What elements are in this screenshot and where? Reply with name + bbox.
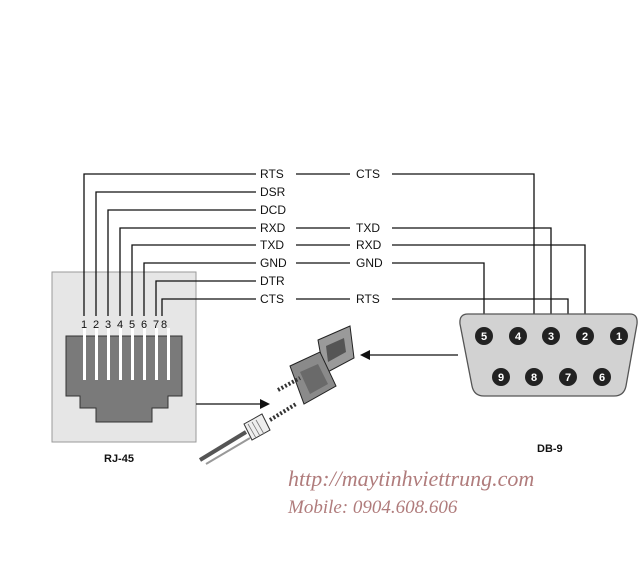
left-signal-rts: RTS	[260, 167, 284, 181]
right-signal-rxd: RXD	[356, 238, 382, 252]
wire-pin8	[161, 298, 256, 316]
wire-pin2	[95, 191, 256, 316]
wire-pin6	[143, 262, 256, 316]
wire-pin5	[131, 244, 256, 316]
wire-rxd-db2	[392, 244, 586, 329]
left-signal-cts: CTS	[260, 292, 284, 306]
left-signal-labels: RTS DSR DCD RXD TXD GND DTR CTS	[260, 167, 287, 306]
right-signal-cts: CTS	[356, 167, 380, 181]
left-signal-dcd: DCD	[260, 203, 286, 217]
db9-pin-3: 3	[548, 331, 554, 343]
right-wires	[392, 173, 586, 369]
rj45-pin-7: 7	[153, 319, 159, 331]
watermark-url: http://maytinhviettrung.com	[288, 466, 534, 491]
wire-pin3	[107, 209, 256, 316]
right-signal-gnd: GND	[356, 256, 383, 270]
db9-pin-7: 7	[565, 372, 571, 384]
arrow-rj45-to-adapter	[196, 399, 270, 409]
left-signal-rxd: RXD	[260, 221, 286, 235]
watermark-mobile: Mobile: 0904.608.606	[287, 497, 458, 518]
db9-pin-1: 1	[616, 331, 622, 343]
db9-pin-8: 8	[531, 372, 537, 384]
db9-pin-6: 6	[599, 372, 605, 384]
wire-txd-db3	[392, 227, 552, 329]
rj45-pin-2: 2	[93, 319, 99, 331]
right-signal-labels: CTS TXD RXD GND RTS	[356, 167, 383, 306]
db9-pin-5: 5	[481, 331, 487, 343]
db9-label: DB-9	[537, 443, 563, 455]
db9-pin-4: 4	[515, 331, 522, 343]
db9-shell	[459, 313, 638, 397]
db9-pin-9: 9	[498, 372, 504, 384]
rj45-contacts	[83, 328, 170, 380]
db9-pins-top: 5 4 3 2 1	[475, 327, 628, 345]
rj45-pin-4: 4	[117, 319, 123, 331]
adapter-illustration	[198, 325, 355, 465]
wire-gnd-db5	[392, 262, 485, 329]
right-signal-txd: TXD	[356, 221, 380, 235]
left-signal-dsr: DSR	[260, 185, 286, 199]
left-signal-txd: TXD	[260, 238, 284, 252]
left-signal-dtr: DTR	[260, 274, 285, 288]
middle-wires	[296, 173, 350, 300]
rj45-pin-5: 5	[129, 319, 135, 331]
right-signal-rts: RTS	[356, 292, 380, 306]
rj45-pin-3: 3	[105, 319, 111, 331]
rj45-pin-8: 8	[161, 319, 167, 331]
rj45-pin-numbers: 1 2 3 4 5 6 7 8	[81, 319, 167, 331]
rj45-pin-6: 6	[141, 319, 147, 331]
wire-cts-db8	[392, 173, 535, 369]
wire-pin7	[155, 280, 256, 316]
arrow-db9-to-adapter	[360, 350, 458, 360]
db9-pins-bottom: 9 8 7 6	[492, 368, 611, 386]
rj45-label: RJ-45	[104, 453, 134, 465]
rj45-pin-1: 1	[81, 319, 87, 331]
left-signal-gnd: GND	[260, 256, 287, 270]
left-wires	[83, 173, 256, 316]
wire-pin1	[83, 173, 256, 316]
db9-pin-2: 2	[582, 331, 588, 343]
wire-pin4	[119, 227, 256, 316]
